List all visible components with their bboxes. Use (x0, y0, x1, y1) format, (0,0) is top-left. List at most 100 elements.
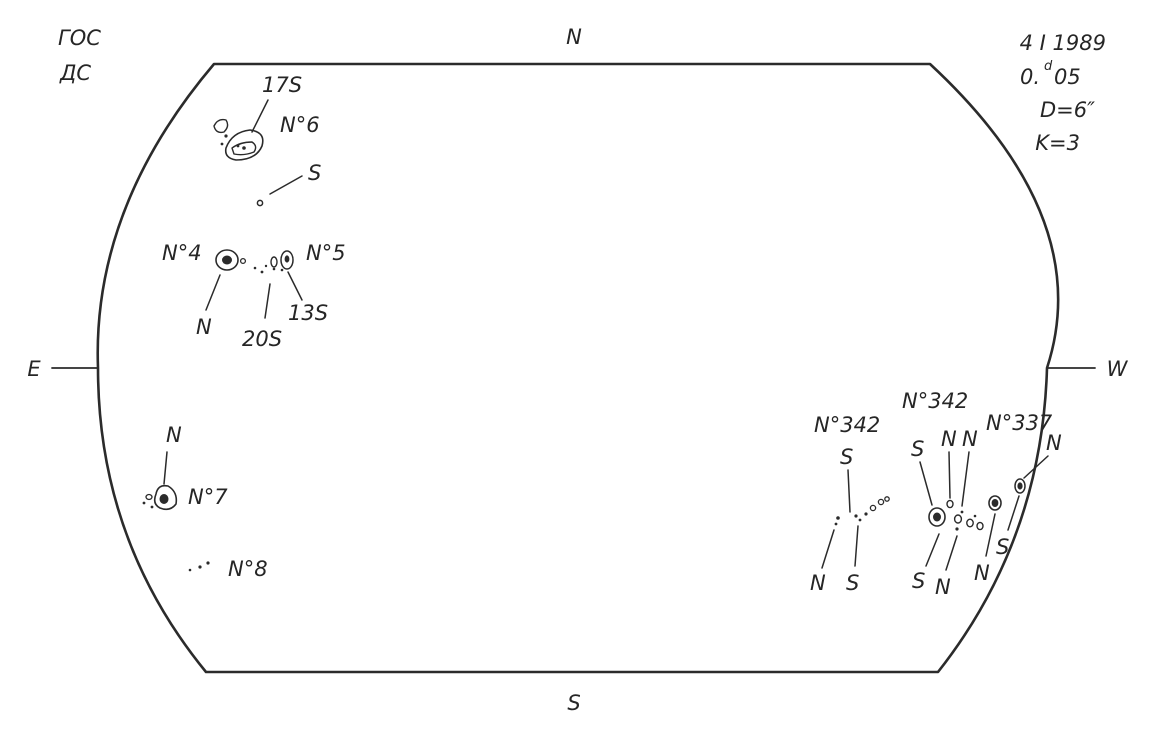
group-337-umbra-2 (1017, 482, 1023, 490)
group-7-pore-1 (142, 501, 146, 505)
group-5-penumbra (280, 250, 294, 270)
group-5-pole-leader (287, 271, 303, 301)
group-342b-pole-top-2-label: N (941, 427, 957, 451)
group-342b-spots (928, 499, 984, 531)
group-342b-spot-4 (966, 518, 974, 528)
group-342a-pole-bottom-right-leader (854, 525, 859, 567)
group-5-spots (270, 250, 294, 272)
group-7-label: N°7 (188, 485, 228, 509)
group-342a-pore-5 (864, 512, 868, 516)
group-6-pole-label: S (308, 161, 321, 185)
group-5-spot-2 (270, 256, 278, 268)
group-5-pore-1 (272, 267, 276, 271)
group-337-spot-1 (988, 495, 1002, 511)
observation-time-fraction: 05 (1054, 65, 1081, 89)
group-342a-pole-top-leader (847, 469, 851, 513)
group-5-pole-label: 13S (288, 301, 328, 325)
group-342a-pore-4 (858, 518, 862, 522)
group-6-pore-3 (242, 146, 246, 150)
observation-k-index: K=3 (1035, 131, 1080, 155)
group-337-pole-top-label: N (1046, 431, 1062, 455)
group-7-spots (142, 484, 178, 511)
north-direction-label: N (566, 25, 582, 49)
group-17s-label: 17S (262, 73, 302, 97)
group-4-pole-label: N (196, 315, 212, 339)
observatory-code-line1: ГОС (58, 26, 101, 50)
group-337-pole-bottom-1-label: N (974, 561, 990, 585)
group-342b-umbra (933, 512, 941, 522)
group-342b-spot-5 (976, 521, 984, 531)
group-342a-pole-bottom-right-label: S (846, 571, 859, 595)
group-342a-pore-2 (834, 522, 838, 526)
group-4-spots (215, 249, 268, 274)
observation-time-unit: d (1044, 59, 1053, 74)
observation-time: 0. d 05 (1020, 59, 1081, 89)
group-342b-pole-top-1-label: S (911, 437, 924, 461)
group-6-pore-1 (224, 134, 228, 138)
group-342b-pore-3 (973, 514, 977, 518)
group-17s-spot (213, 118, 229, 134)
group-337-pole-bottom-2-leader (1007, 495, 1020, 531)
group-337-umbra-1 (991, 499, 999, 507)
group-342a-pole-bottom-left-label: N (810, 571, 826, 595)
group-7-pore-2 (150, 505, 154, 509)
observation-date: 4 I 1989 (1020, 31, 1106, 55)
group-7-umbra (159, 494, 169, 504)
group-5-pore-2 (280, 268, 284, 272)
group-337-pole-bottom-2-label: S (996, 535, 1009, 559)
group-4-umbra (222, 255, 232, 265)
group-6-spots (213, 118, 264, 161)
group-342b-spot-3 (953, 514, 963, 524)
group-342b-pole-top-3-label: N (962, 427, 978, 451)
group-4-pore-4 (264, 264, 268, 268)
group-6-pore-4 (236, 144, 240, 148)
group-342b-pole-bottom-1-leader (925, 533, 940, 567)
group-342b-pole-bottom-2-label: N (935, 575, 951, 599)
solar-disk-outline (96, 62, 1060, 674)
group-5-label: N°5 (306, 241, 346, 265)
group-7-spot-2 (145, 493, 153, 501)
group-7-pole-leader (163, 451, 168, 485)
group-342b-pole-top-2-leader (948, 451, 951, 499)
group-4-pore-1 (239, 257, 247, 265)
group-6-penumbra (224, 129, 264, 161)
group-342a-pore-1 (836, 516, 840, 520)
group-342b-spot-2 (946, 499, 954, 509)
group-8-pore-2 (198, 565, 202, 569)
group-8-label: N°8 (228, 557, 268, 581)
observation-time-value: 0. (1020, 65, 1040, 89)
group-337-pole-bottom-1-leader (985, 513, 996, 557)
group-4-label: N°4 (162, 241, 202, 265)
group-337-spot-2 (1014, 478, 1026, 494)
south-direction-label: S (567, 691, 580, 715)
group-337-pole-top-leader (1023, 455, 1049, 479)
group-4-pole-leader (205, 274, 221, 311)
group-6-umbra (231, 141, 257, 156)
group-337-label: N°337 (986, 411, 1053, 435)
group-337-spots (988, 478, 1026, 511)
group-8-spots (188, 561, 210, 572)
group-17s-leader (251, 99, 269, 133)
group-342b-pole-top-3-leader (961, 451, 970, 507)
group-342b-pore-2 (960, 510, 964, 514)
group-342b-pole-bottom-1-label: S (912, 569, 925, 593)
group-342b-pore-1 (955, 527, 959, 531)
group-342b-label: N°342 (902, 389, 968, 413)
group-342a-pore-7 (877, 498, 885, 506)
group-8-pore-3 (206, 561, 210, 565)
group-342a-spots (834, 496, 890, 526)
group-7-pole-label: N (166, 423, 182, 447)
group-342a-pole-bottom-left-leader (821, 529, 835, 569)
west-direction-label: W (1107, 357, 1129, 381)
group-342b-penumbra (928, 507, 946, 527)
group-4-pore-3 (260, 270, 264, 274)
group-6-pole-leader (269, 175, 303, 195)
east-direction-label: E (27, 357, 41, 381)
group-342b-pole-bottom-2-leader (945, 535, 958, 571)
group-342a-pore-8 (884, 496, 890, 502)
observatory-code-line2: ДС (59, 61, 91, 85)
group-5-umbra (284, 255, 290, 263)
observation-diameter: D=6″ (1040, 98, 1095, 122)
